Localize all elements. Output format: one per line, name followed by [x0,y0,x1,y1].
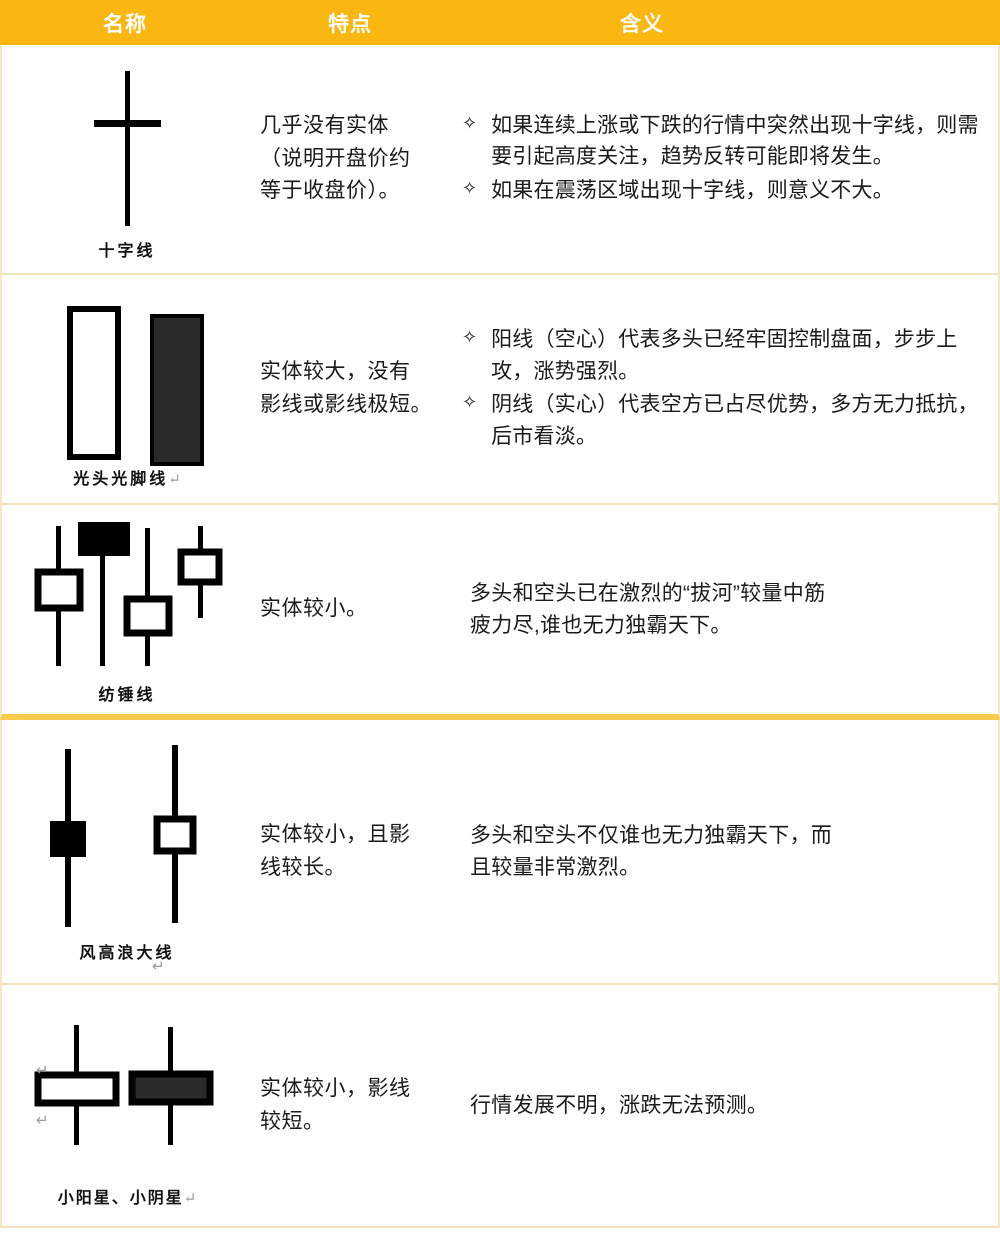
diamond-bullet-icon: ✧ [462,392,478,412]
meaning-paragraph: 多头和空头已在激烈的“拔河”较量中筋 疲力尽,谁也无力独霸天下。 [470,578,825,641]
candle-caption: 光头光脚线↵ [73,465,181,489]
feature-text: 实体较大，没有 影线或影线极短。 [260,356,432,421]
column-header-feature: 特点 [328,12,372,36]
feature-line: 几乎没有实体 [260,114,389,138]
feature-line: 实体较大，没有 [260,360,411,384]
feature-text: 几乎没有实体 （说明开盘价约 等于收盘价）。 [260,110,411,208]
feature-line: 等于收盘价）。 [260,179,400,203]
table-body: 十字线 几乎没有实体 （说明开盘价约 等于收盘价）。 ✧ 如果连续上涨或下跌的行… [0,45,1000,1228]
cell-meaning: 多头和空头不仅谁也无力独霸天下，而 且较量非常激烈。 [452,720,998,983]
feature-line: 线较长。 [260,855,346,879]
meaning-line: 疲力尽,谁也无力独霸天下。 [470,613,732,637]
meaning-line: 且较量非常激烈。 [470,855,641,879]
bullet-text: 阴线（实心）代表空方已占尽优势，多方无力抵抗，后市看淡。 [491,393,979,448]
candlestick-figure-high-wave [12,741,242,941]
candle-caption: 纺锤线 [98,681,155,705]
cell-feature: 实体较小，影线 较短。 [252,985,452,1226]
cell-name: 十字线 [2,45,252,273]
paragraph-mark: ↵ [36,1062,49,1079]
cell-feature: 实体较小。 [252,505,452,714]
meaning-line: 多头和空头已在激烈的“拔河”较量中筋 [470,582,826,605]
cell-feature: 几乎没有实体 （说明开盘价约 等于收盘价）。 [252,45,452,273]
candle-name-label: 十字线 [98,241,156,260]
candle-caption: 小阳星、小阴星↵ [58,1184,197,1208]
paragraph-mark: ↵ [36,1112,49,1129]
table-row: ↵ ↵ 小阳星、小阴星↵ 实体较小，影线 较短。 行情发展不明，涨跌无法预测。 [0,985,1000,1228]
feature-line: 实体较小。 [260,597,368,621]
cell-name: ↵ ↵ 小阳星、小阴星↵ [2,985,252,1226]
feature-line: （说明开盘价约 [260,146,411,170]
table-row: 风高浪大线 ↵ 实体较小，且影 线较长。 多头和空头不仅谁也无力独霸天下，而 且… [0,720,1000,985]
cell-name: 纺锤线 [2,505,252,714]
candlestick-figure-spinning-top [12,514,242,679]
candle-name-label: 小阳星、小阴星 [57,1188,184,1207]
list-item: ✧ 阳线（空心）代表多头已经牢固控制盘面，步步上攻，涨势强烈。 [462,324,998,387]
candle-caption: 风高浪大线 [79,939,174,963]
spinning-top-candle-svg [34,522,223,666]
paragraph-mark: ↵ [183,1189,197,1207]
list-item: ✧ 阴线（实心）代表空方已占尽优势，多方无力抵抗，后市看淡。 [462,389,998,452]
cell-meaning: ✧ 阳线（空心）代表多头已经牢固控制盘面，步步上攻，涨势强烈。 ✧ 阴线（实心）… [452,275,998,503]
table-header-row: 名称 特点 含义 [0,0,1000,49]
feature-text: 实体较小，且影 线较长。 [260,819,411,884]
cell-name: 风高浪大线 ↵ [2,720,252,983]
feature-text: 实体较小。 [260,593,368,626]
meaning-line: 多头和空头不仅谁也无力独霸天下，而 [470,824,833,847]
feature-line: 较短。 [260,1109,325,1133]
diamond-bullet-icon: ✧ [462,112,478,133]
column-header-name: 名称 [103,12,147,36]
marubozu-candle-svg [67,306,204,466]
table-row: 光头光脚线↵ 实体较大，没有 影线或影线极短。 ✧ 阳线（空心）代表多头已经牢固… [0,275,1000,505]
small-star-candle-svg [34,1025,214,1145]
cell-meaning: 多头和空头已在激烈的“拔河”较量中筋 疲力尽,谁也无力独霸天下。 [452,505,998,714]
list-item: ✧ 如果在震荡区域出现十字线，则意义不大。 [462,175,998,207]
table-row: 十字线 几乎没有实体 （说明开盘价约 等于收盘价）。 ✧ 如果连续上涨或下跌的行… [0,45,1000,275]
paragraph-mark: ↵ [168,470,181,488]
bullet-text: 阳线（空心）代表多头已经牢固控制盘面，步步上攻，涨势强烈。 [491,328,958,383]
feature-line: 实体较小，影线 [260,1076,411,1100]
meaning-line: 行情发展不明，涨跌无法预测。 [470,1093,769,1117]
feature-line: 影线或影线极短。 [260,393,432,416]
cell-feature: 实体较小，且影 线较长。 [252,720,452,983]
meaning-paragraph: 多头和空头不仅谁也无力独霸天下，而 且较量非常激烈。 [470,820,832,883]
bullet-text: 如果连续上涨或下跌的行情中突然出现十字线，则需要引起高度关注，趋势反转可能即将发… [491,113,979,169]
high-wave-candle-svg [50,744,197,927]
candle-name-label: 风高浪大线 [79,942,175,962]
candle-name-label: 光头光脚线 [73,469,169,488]
feature-line: 实体较小，且影 [260,822,411,846]
meaning-paragraph: 行情发展不明，涨跌无法预测。 [470,1090,768,1122]
cell-name: 光头光脚线↵ [2,275,252,503]
candlestick-figure-marubozu [12,289,242,469]
cell-meaning: 行情发展不明，涨跌无法预测。 [452,985,998,1226]
diamond-bullet-icon: ✧ [462,177,478,198]
bullet-text: 如果在震荡区域出现十字线，则意义不大。 [491,178,894,202]
feature-text: 实体较小，影线 较短。 [260,1073,411,1138]
meaning-bullet-list: ✧ 如果连续上涨或下跌的行情中突然出现十字线，则需要引起高度关注，趋势反转可能即… [462,110,998,209]
table-row: 纺锤线 实体较小。 多头和空头已在激烈的“拔河”较量中筋 疲力尽,谁也无力独霸天… [0,505,1000,720]
meaning-bullet-list: ✧ 阳线（空心）代表多头已经牢固控制盘面，步步上攻，涨势强烈。 ✧ 阴线（实心）… [462,324,998,454]
diamond-bullet-icon: ✧ [462,327,478,347]
list-item: ✧ 如果连续上涨或下跌的行情中突然出现十字线，则需要引起高度关注，趋势反转可能即… [462,110,998,173]
candle-caption: 十字线 [98,237,155,261]
doji-candle-svg [94,71,161,226]
column-header-meaning: 含义 [620,12,664,36]
cell-meaning: ✧ 如果连续上涨或下跌的行情中突然出现十字线，则需要引起高度关注，趋势反转可能即… [452,45,998,273]
candle-name-label: 纺锤线 [98,685,156,704]
candlestick-figure-small-star: ↵ ↵ [12,1003,242,1178]
paragraph-mark: ↵ [152,958,165,975]
candlestick-figure-doji [12,57,242,237]
cell-feature: 实体较大，没有 影线或影线极短。 [252,275,452,503]
